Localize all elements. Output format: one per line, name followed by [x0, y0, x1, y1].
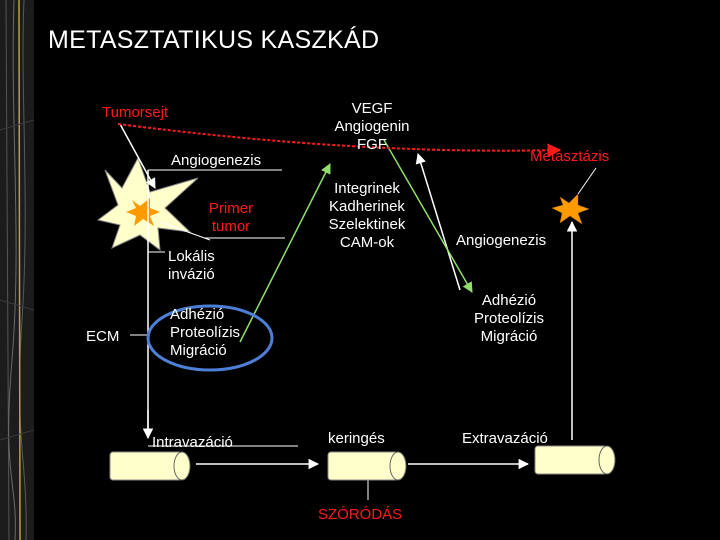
- tumorsejt-line: [119, 123, 156, 189]
- left-step-2: Proteolízis: [170, 324, 241, 341]
- primer-tumor-label: Primer tumor: [200, 200, 262, 236]
- adhesion-molecule-2: Kadherinek: [329, 198, 405, 215]
- metastasis-tumor-core: [551, 193, 590, 225]
- metastasis-red-arrow: [117, 123, 562, 158]
- lokalis-invazio-label: Lokális invázió: [168, 248, 215, 284]
- green-arrow-metastasis: [383, 139, 473, 293]
- right-step-2: Proteolízis: [473, 310, 545, 327]
- right-step-1: Adhézió: [481, 292, 537, 309]
- adhesion-molecule-3: Szelektinek: [328, 216, 406, 233]
- primary-tumor-core: [126, 198, 160, 226]
- page-title: METASZTATIKUS KASZKÁD: [48, 26, 380, 54]
- vessel-left: [109, 451, 191, 481]
- ecm-label: ECM: [86, 328, 120, 345]
- left-step-1: Adhézió: [170, 306, 225, 323]
- left-steps-label: Adhézió Proteolízis Migráció: [170, 306, 240, 360]
- lokalis-line-2: invázió: [168, 266, 215, 283]
- adhesion-molecule-4: CAM-ok: [339, 234, 395, 251]
- right-step-3: Migráció: [480, 328, 538, 345]
- keringes-label: keringés: [328, 430, 385, 447]
- metastasis-link: [577, 167, 597, 195]
- primer-tumor-line-2: tumor: [211, 218, 251, 235]
- lokalis-line-1: Lokális: [168, 248, 215, 265]
- angiogenezis-left-label: Angiogenezis: [171, 152, 262, 169]
- primer-tumor-line-1: Primer: [208, 200, 254, 217]
- left-steps-ellipse: [146, 304, 274, 372]
- tumorsejt-label: Tumorsejt: [102, 104, 169, 121]
- metasztazis-label: Metasztázis: [530, 148, 610, 165]
- right-steps-label: Adhézió Proteolízis Migráció: [462, 292, 556, 346]
- green-arrow-vegf: [239, 163, 331, 343]
- integrin-to-vegf-arrow: [415, 152, 461, 291]
- side-texture: [0, 0, 34, 540]
- extravazacio-label: Extravazáció: [462, 430, 548, 447]
- adhesion-molecules-label: Integrinek Kadherinek Szelektinek CAM-ok: [314, 180, 420, 252]
- intravazacio-label: Intravazáció: [152, 434, 233, 451]
- angiogenezis-right-label: Angiogenezis: [456, 232, 547, 249]
- growth-factors-label: VEGF Angiogenin FGF: [320, 100, 424, 154]
- growth-factor-3: FGF: [357, 136, 387, 153]
- left-step-3: Migráció: [170, 342, 227, 359]
- growth-factor-2: Angiogenin: [334, 118, 410, 135]
- growth-factor-1: VEGF: [351, 100, 393, 117]
- szorodas-label: SZÓRÓDÁS: [318, 506, 403, 523]
- vessel-middle: [327, 451, 407, 481]
- vessel-right: [534, 445, 616, 475]
- adhesion-molecule-1: Integrinek: [334, 180, 400, 197]
- primer-tumor-line: [159, 221, 211, 241]
